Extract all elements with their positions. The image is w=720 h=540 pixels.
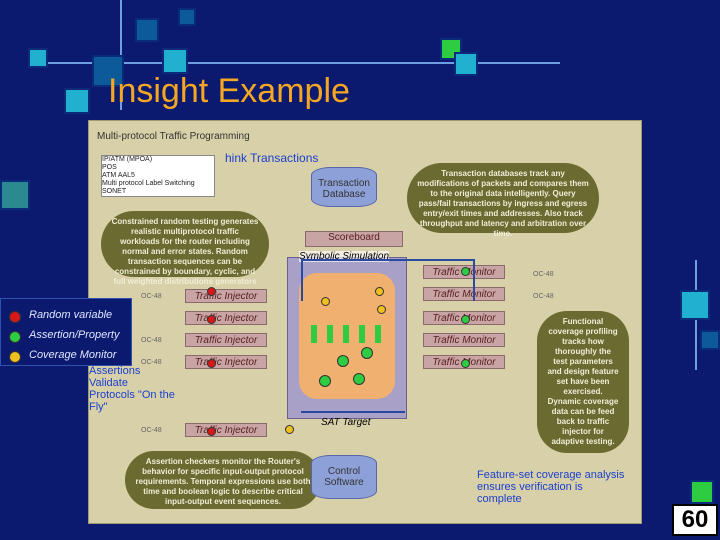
oc48-label: OC-48 xyxy=(141,359,162,366)
protocol-item: Multi protocol Label Switching xyxy=(102,180,195,187)
random-dot xyxy=(207,287,216,296)
diagram-header: Multi-protocol Traffic Programming xyxy=(97,131,250,142)
protocol-item: ATM AAL5 xyxy=(102,172,135,179)
traffic-injector: Traffic Injector xyxy=(185,333,267,347)
traffic-injector: Traffic Injector xyxy=(185,423,267,437)
page-number: 60 xyxy=(672,504,718,536)
decor-square xyxy=(135,18,159,42)
traffic-monitor: Traffic Monitor xyxy=(423,287,505,301)
assertion-bar xyxy=(359,325,365,343)
oc48-label: OC-48 xyxy=(533,293,554,300)
link-transactions-label: hink Transactions xyxy=(225,151,319,165)
assertion-bar xyxy=(343,325,349,343)
sat-node xyxy=(353,373,365,385)
diagram-panel: Multi-protocol Traffic Programming IP/AT… xyxy=(88,120,642,524)
sat-arrow xyxy=(301,411,405,413)
assertion-dot xyxy=(461,359,470,368)
assertion-bar xyxy=(311,325,317,343)
protocol-item: IP/ATM (MPOA) xyxy=(102,156,153,163)
coverage-dot xyxy=(377,305,386,314)
decor-square xyxy=(690,480,714,504)
scoreboard: Scoreboard xyxy=(305,231,403,247)
decor-square xyxy=(454,52,478,76)
legend-swatch-coverage xyxy=(9,351,21,363)
random-dot xyxy=(207,359,216,368)
legend: Random variable Assertion/Property Cover… xyxy=(0,298,132,366)
decor-square xyxy=(700,330,720,350)
decor-square xyxy=(92,55,124,87)
sat-node xyxy=(337,355,349,367)
traffic-monitor: Traffic Monitor xyxy=(423,333,505,347)
oc48-label: OC-48 xyxy=(141,337,162,344)
decor-square xyxy=(680,290,710,320)
protocol-list: IP/ATM (MPOA) POS ATM AAL5 Multi protoco… xyxy=(101,155,215,197)
assertion-bar xyxy=(375,325,381,343)
traffic-injector: Traffic Injector xyxy=(185,355,267,369)
random-dot xyxy=(207,427,216,436)
transaction-database: Transaction Database xyxy=(311,167,377,207)
legend-label: Assertion/Property xyxy=(29,329,120,341)
decor-square xyxy=(28,48,48,68)
symbolic-simulation-label: Symbolic Simulation xyxy=(299,251,390,262)
assertion-bar xyxy=(327,325,333,343)
decor-square xyxy=(0,180,30,210)
random-dot xyxy=(207,315,216,324)
sat-target-label: SAT Target xyxy=(321,417,371,428)
cloud-functional: Functional coverage profiling tracks how… xyxy=(537,311,629,453)
legend-swatch-random xyxy=(9,311,21,323)
protocol-item: POS xyxy=(102,164,117,171)
oc48-label: OC-48 xyxy=(141,293,162,300)
assertions-text: Assertions Validate Protocols "On the Fl… xyxy=(89,365,175,413)
cloud-constrained: Constrained random testing generates rea… xyxy=(101,211,269,286)
control-software: Control Software xyxy=(311,455,377,499)
coverage-dot xyxy=(285,425,294,434)
decor-square xyxy=(162,48,188,74)
assertion-dot xyxy=(461,315,470,324)
decor-square xyxy=(64,88,90,114)
coverage-dot xyxy=(375,287,384,296)
protocol-item: SONET xyxy=(102,188,127,195)
coverage-dot xyxy=(321,297,330,306)
legend-label: Coverage Monitor xyxy=(29,349,117,361)
legend-label: Random variable xyxy=(29,309,113,321)
sim-outline xyxy=(301,259,475,301)
assertion-dot xyxy=(461,267,470,276)
traffic-injector: Traffic Injector xyxy=(185,311,267,325)
oc48-label: OC-48 xyxy=(141,427,162,434)
cloud-transaction: Transaction databases track any modifica… xyxy=(407,163,599,238)
cloud-assertion: Assertion checkers monitor the Router's … xyxy=(125,451,321,509)
decor-line xyxy=(40,62,560,64)
slide-title: Insight Example xyxy=(108,72,350,110)
traffic-injector: Traffic Injector xyxy=(185,289,267,303)
sat-node xyxy=(319,375,331,387)
feature-coverage-text: Feature-set coverage analysis ensures ve… xyxy=(477,469,625,505)
sat-node xyxy=(361,347,373,359)
legend-swatch-assertion xyxy=(9,331,21,343)
oc48-label: OC-48 xyxy=(533,271,554,278)
decor-square xyxy=(178,8,196,26)
